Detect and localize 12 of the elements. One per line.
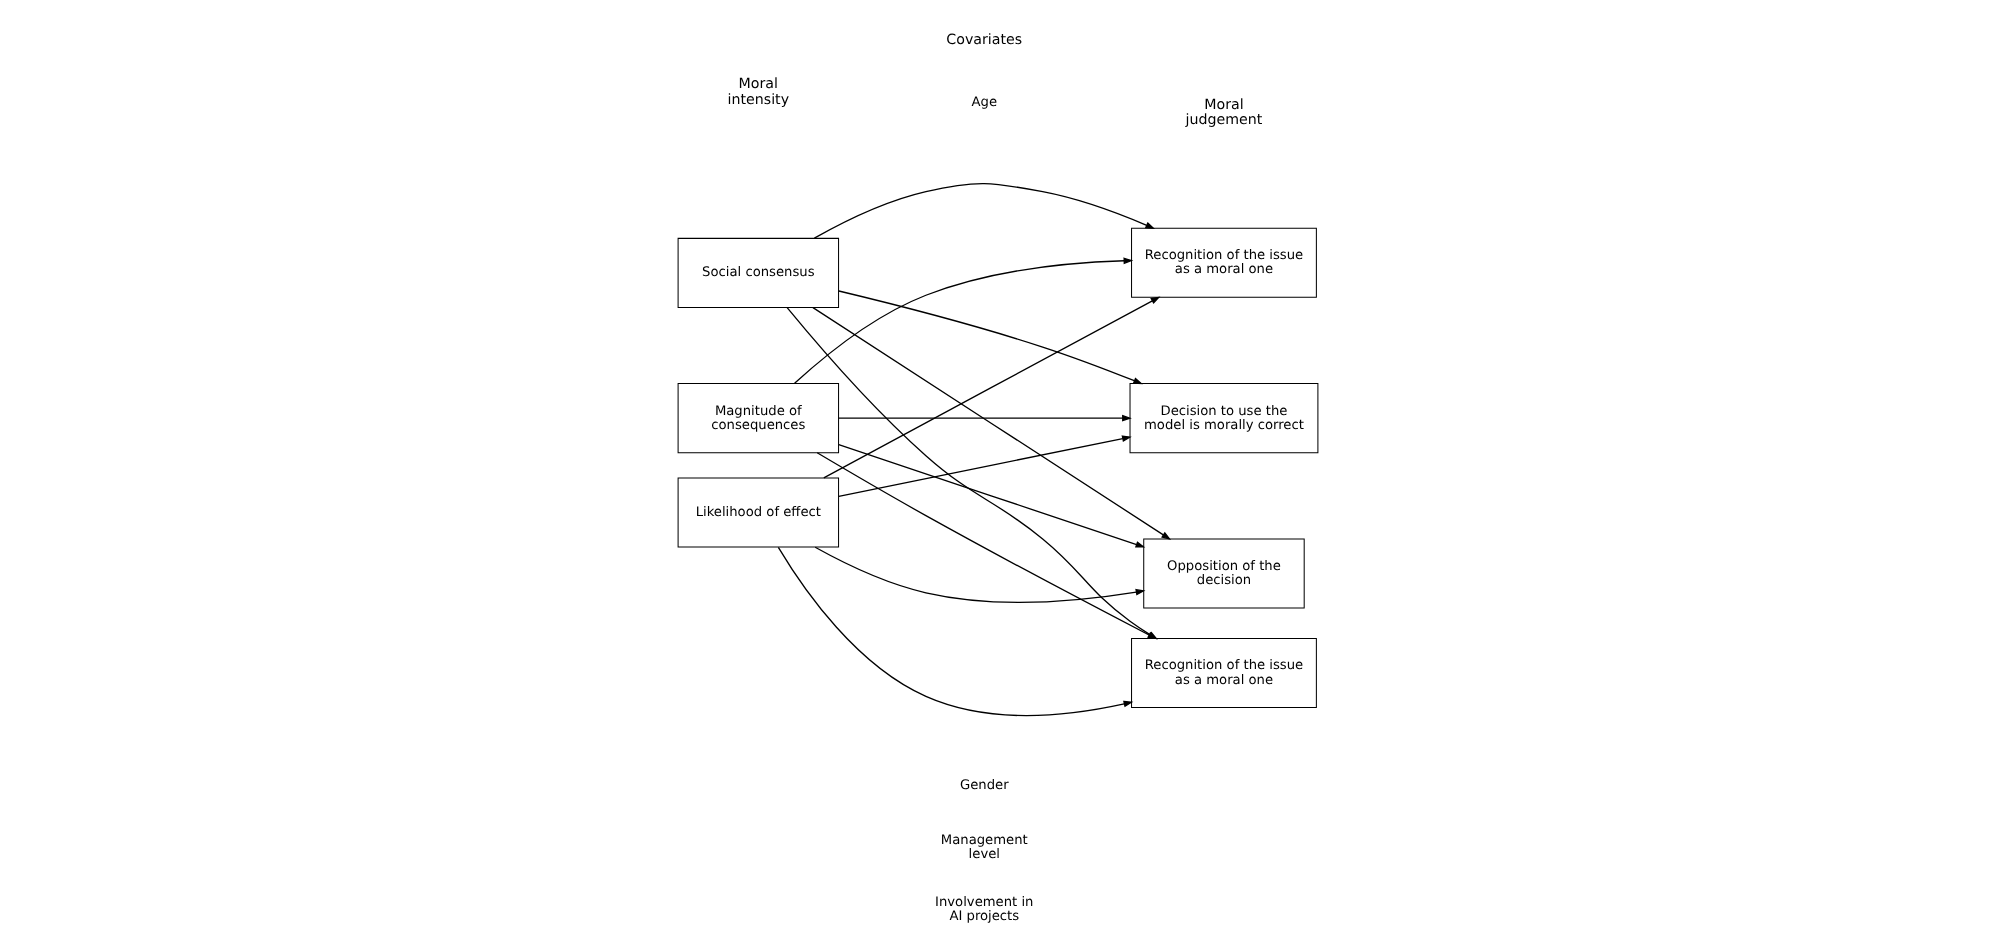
arrow — [823, 295, 1161, 478]
arrow — [813, 182, 1156, 238]
arrow — [786, 305, 1158, 639]
arrow — [812, 306, 1172, 539]
arrow — [838, 289, 1143, 384]
arrow — [793, 256, 1134, 383]
arrow — [838, 413, 1132, 421]
arrow — [777, 545, 1134, 716]
arrow — [814, 545, 1146, 602]
arrow — [816, 451, 1158, 639]
arrow — [838, 434, 1132, 497]
arrow — [838, 443, 1146, 547]
